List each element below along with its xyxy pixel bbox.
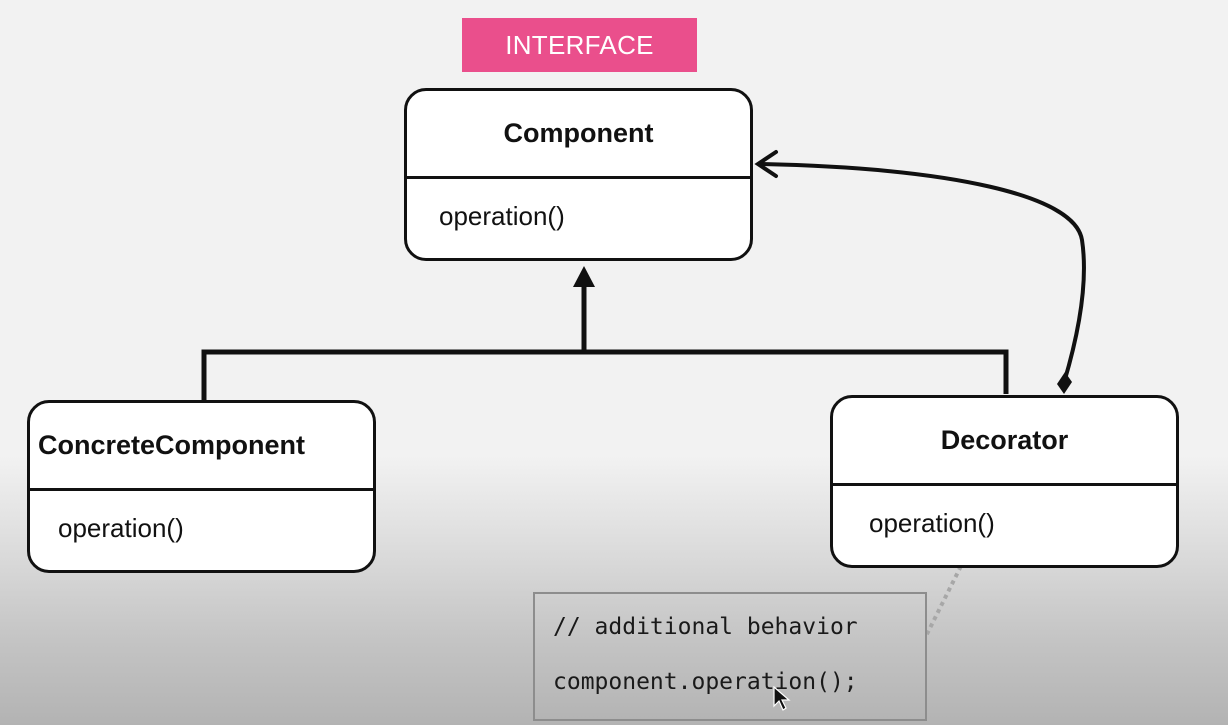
- code-note: // additional behavior component.operati…: [533, 592, 927, 721]
- aggregation-diamond: [1057, 372, 1072, 394]
- inheritance-arrowhead: [573, 266, 595, 287]
- aggregation-arrowhead: [754, 150, 778, 178]
- component-class-box: Component operation(): [404, 88, 753, 261]
- decorator-class-name: Decorator: [833, 398, 1176, 486]
- interface-badge: INTERFACE: [462, 18, 697, 72]
- component-method: operation(): [439, 200, 565, 231]
- decorator-class-box: Decorator operation(): [830, 395, 1179, 568]
- concrete-component-method: operation(): [58, 512, 184, 543]
- note-code-line: component.operation();: [553, 669, 858, 695]
- decorator-method: operation(): [869, 507, 995, 538]
- inheritance-tree-line: [201, 282, 1009, 401]
- aggregation-curve: [759, 162, 1086, 387]
- concrete-component-class-name: ConcreteComponent: [30, 403, 373, 491]
- interface-badge-label: INTERFACE: [505, 29, 654, 60]
- mouse-pointer-icon: [773, 686, 791, 711]
- concrete-component-class-box: ConcreteComponent operation(): [27, 400, 376, 573]
- note-comment-line: // additional behavior: [553, 614, 858, 640]
- component-class-name: Component: [407, 91, 750, 179]
